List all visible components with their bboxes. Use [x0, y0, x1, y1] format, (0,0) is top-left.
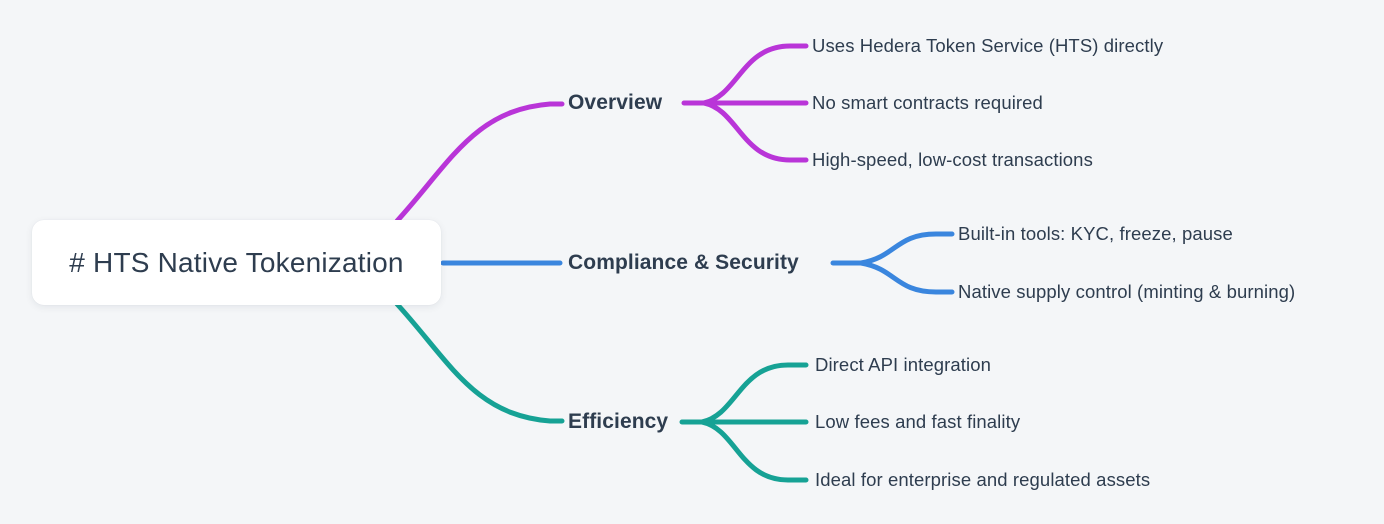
leaf-node-ideal-for-enterprise[interactable]: Ideal for enterprise and regulated asset…: [815, 469, 1151, 490]
efficiency-main-curve: [394, 301, 565, 424]
leaf-node-low-fees-fast-finality[interactable]: Low fees and fast finality: [815, 411, 1021, 432]
leaf-node-native-supply-control[interactable]: Native supply control (minting & burning…: [958, 281, 1296, 302]
branch-node-compliance-security[interactable]: Compliance & Security: [568, 251, 799, 274]
leaf-node-uses-hts-directly[interactable]: Uses Hedera Token Service (HTS) directly: [812, 35, 1164, 56]
efficiency-fork-bottom: [699, 419, 809, 483]
root-node[interactable]: # HTS Native Tokenization: [32, 220, 441, 305]
efficiency-fork-top: [699, 362, 809, 425]
leaf-node-high-speed-low-cost[interactable]: High-speed, low-cost transactions: [812, 149, 1093, 170]
branch-node-overview[interactable]: Overview: [568, 91, 663, 114]
compliance-branch-connectors: [440, 231, 955, 295]
overview-main-curve: [394, 101, 565, 224]
overview-branch-connectors: [394, 43, 809, 224]
efficiency-branch-connectors: [394, 301, 809, 483]
overview-fork-bottom: [701, 100, 809, 163]
leaf-node-direct-api-integration[interactable]: Direct API integration: [815, 354, 991, 375]
root-node-label: # HTS Native Tokenization: [69, 246, 404, 278]
leaf-node-no-smart-contracts[interactable]: No smart contracts required: [812, 92, 1043, 113]
compliance-fork-bottom: [858, 260, 955, 295]
leaf-node-built-in-tools[interactable]: Built-in tools: KYC, freeze, pause: [958, 223, 1233, 244]
overview-fork-top: [701, 43, 809, 106]
branch-node-efficiency[interactable]: Efficiency: [568, 410, 669, 433]
compliance-fork-top: [858, 231, 955, 266]
